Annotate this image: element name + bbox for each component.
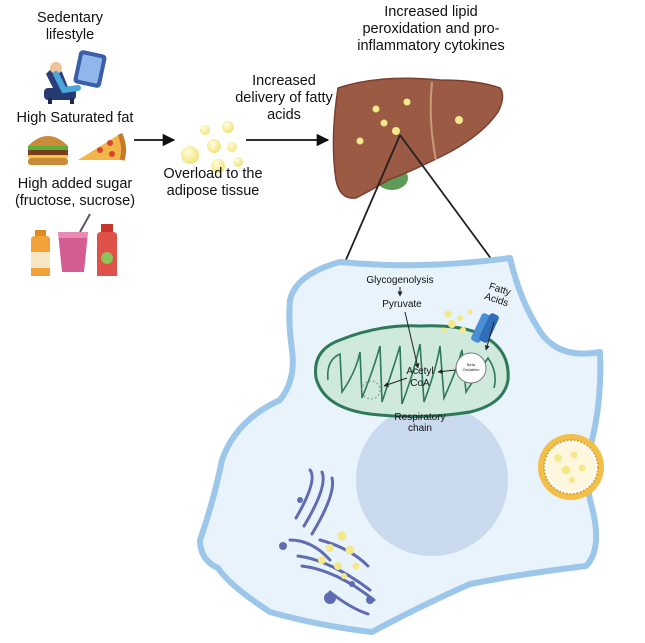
arrow-fatty-acids-beta xyxy=(484,321,495,351)
endoplasmic-reticulum xyxy=(288,468,376,616)
label-oxidation: Oxidation xyxy=(462,367,480,372)
zoom-line-right xyxy=(399,134,493,261)
lipid-droplet-organelle xyxy=(538,434,604,500)
burger-icon xyxy=(28,136,68,165)
arrow-pyruvate-acetyl xyxy=(404,311,420,369)
label-acetyl: Acetyl xyxy=(406,366,434,377)
label-beta: Beta xyxy=(466,362,476,367)
label-overload: Overload to the adipose tissue xyxy=(163,166,263,199)
fatty-acid-droplets xyxy=(441,309,473,333)
arrow-acetyl-krebs xyxy=(383,377,408,387)
label-saturated-fat: High Saturated fat xyxy=(16,110,134,126)
label-coa: CoA xyxy=(410,378,430,389)
sedentary-icon xyxy=(44,50,107,104)
er-vesicles xyxy=(279,497,374,604)
label-pyruvate: Pyruvate xyxy=(382,299,422,310)
arrow-beta-acetyl xyxy=(437,368,456,374)
er-lipid-droplets xyxy=(318,531,360,579)
juice-bottle-icon xyxy=(31,230,50,276)
nucleus xyxy=(356,404,508,556)
mitochondrion xyxy=(314,324,510,419)
adipose-droplets xyxy=(181,121,243,173)
label-glycogenolysis: Glycogenolysis xyxy=(366,275,434,286)
smoothie-cup-icon xyxy=(58,213,91,272)
label-sedentary: Sedentary lifestyle xyxy=(36,10,104,43)
zoom-line-left xyxy=(344,134,401,263)
label-added-sugar: High added sugar (fructose, sucrose) xyxy=(14,176,136,209)
fatty-acid-transporter xyxy=(471,313,499,343)
label-delivery: Increased delivery of fatty acids xyxy=(235,73,333,123)
beta-oxidation-circle xyxy=(455,352,487,384)
label-respiratory-chain: Respiratory chain xyxy=(394,412,446,434)
mito-dashed-circle xyxy=(361,380,381,400)
liver-illustration xyxy=(332,77,504,199)
label-peroxidation: Increased lipid peroxidation and pro-inf… xyxy=(357,4,505,54)
soda-bottle-icon xyxy=(97,224,117,276)
pizza-icon xyxy=(78,133,127,161)
